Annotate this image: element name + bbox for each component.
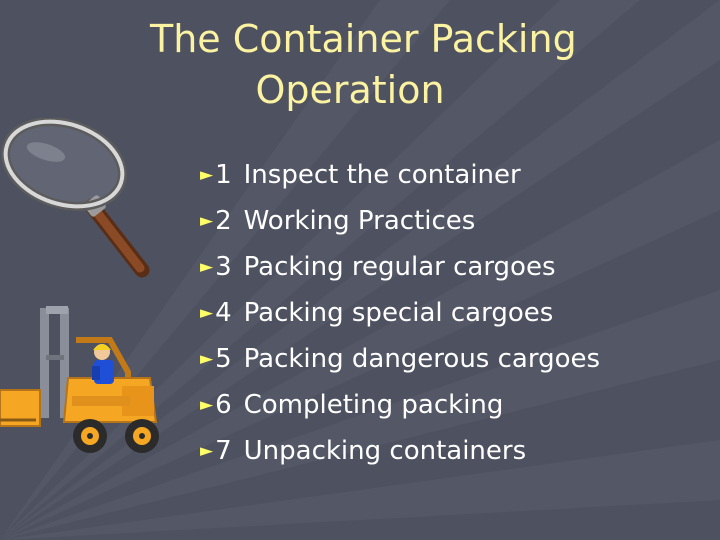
slide-title: The Container Packing Operation: [150, 14, 577, 116]
bullet-arrow-icon: ►: [200, 441, 214, 461]
forklift-icon: [0, 306, 159, 453]
item-text: Inspect the container: [243, 160, 521, 190]
list-item: ►6 Completing packing: [200, 384, 710, 430]
list-item: ►3 Packing regular cargoes: [200, 246, 710, 292]
bullet-arrow-icon: ►: [200, 349, 214, 369]
item-text: Packing regular cargoes: [243, 252, 556, 282]
list-item: ►1 Inspect the container: [200, 154, 710, 200]
bullet-arrow-icon: ►: [200, 395, 214, 415]
item-text: Packing special cargoes: [243, 298, 554, 328]
item-text: Packing dangerous cargoes: [243, 344, 601, 374]
item-text: Completing packing: [243, 390, 504, 420]
bullet-arrow-icon: ►: [200, 211, 214, 231]
item-text: Working Practices: [243, 206, 476, 236]
item-text: Unpacking containers: [243, 436, 527, 466]
bullet-arrow-icon: ►: [200, 165, 214, 185]
item-number: 7: [215, 436, 232, 466]
title-line-1: The Container Packing: [150, 17, 577, 61]
list-item: ►5 Packing dangerous cargoes: [200, 338, 710, 384]
bullet-arrow-icon: ►: [200, 257, 214, 277]
list-item: ►7 Unpacking containers: [200, 430, 710, 476]
item-number: 1: [215, 160, 232, 190]
item-number: 3: [215, 252, 232, 282]
list-item: ►4 Packing special cargoes: [200, 292, 710, 338]
item-number: 4: [215, 298, 232, 328]
bullet-arrow-icon: ►: [200, 303, 214, 323]
list-item: ►2 Working Practices: [200, 200, 710, 246]
item-number: 2: [215, 206, 232, 236]
magnifying-glass-icon: [1, 118, 150, 278]
title-line-2: Operation: [255, 68, 445, 112]
item-number: 5: [215, 344, 232, 374]
item-number: 6: [215, 390, 232, 420]
